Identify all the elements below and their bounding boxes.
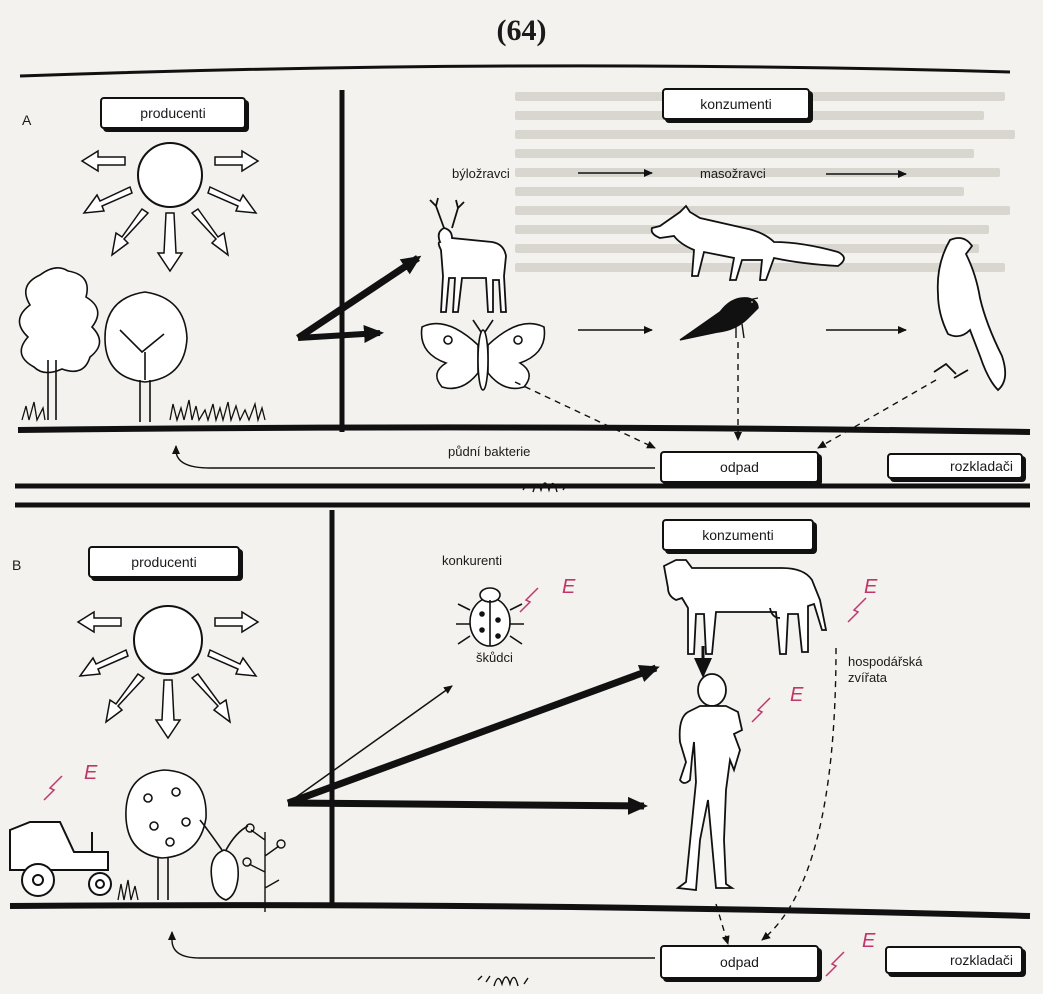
energy-bolt-icon: [848, 598, 866, 622]
panel-a-ground-line: [18, 427, 1030, 432]
header-rule: [20, 66, 1010, 76]
orchard-icon: [126, 770, 206, 900]
dashed-arrow-moth-to-waste: [515, 382, 655, 448]
page-number: (64): [0, 14, 1043, 48]
plant-icon: [243, 824, 285, 912]
arrow-producers-to-pests: [288, 686, 452, 803]
deer-icon: [430, 198, 506, 312]
arrow-producers-to-livestock: [288, 668, 656, 803]
pests-label: škůdci: [476, 650, 513, 666]
soil-bacteria-label: půdní bakterie: [448, 444, 530, 460]
trees-icon: [19, 268, 187, 422]
bird-icon: [680, 298, 758, 340]
consumers-box-b: konzumenti: [662, 519, 814, 551]
panel-b-letter: B: [12, 557, 21, 573]
arrow-bacteria-return: [176, 446, 655, 468]
sun-icon: [78, 606, 258, 738]
carnivores-label: masožravci: [700, 166, 766, 182]
panel-a: [15, 90, 1030, 505]
energy-label: E: [790, 684, 803, 707]
bacteria-icon: [478, 976, 528, 986]
cow-icon: [664, 560, 826, 654]
waste-box-a: odpad: [660, 451, 819, 483]
arrow-producers-to-humans: [288, 803, 644, 806]
energy-label: E: [84, 762, 97, 785]
dashed-arrow-hawk-to-waste: [818, 380, 936, 448]
energy-label: E: [864, 576, 877, 599]
herbivores-label: býložravci: [452, 166, 510, 182]
energy-label: E: [562, 576, 575, 599]
panel-b-ground-line: [10, 905, 1030, 916]
waste-box-b: odpad: [660, 945, 819, 979]
hawk-icon: [934, 238, 1005, 390]
energy-bolt-icon: [752, 698, 770, 722]
moth-icon: [422, 320, 545, 390]
decomposers-box-a: rozkladači: [887, 453, 1023, 479]
arrow-producers-to-herbivores: [298, 258, 418, 338]
energy-label: E: [862, 930, 875, 953]
decomposers-box-b: rozkladači: [885, 946, 1023, 974]
human-icon: [678, 674, 742, 890]
energy-bolt-icon: [520, 588, 538, 612]
arrow-bacteria-return-b: [172, 932, 655, 958]
producers-box-b: producenti: [88, 546, 240, 578]
grass-icon: [118, 880, 138, 900]
consumers-box-a: konzumenti: [662, 88, 810, 120]
competitors-label: konkurenti: [442, 553, 502, 569]
sun-icon: [82, 143, 258, 271]
livestock-label: hospodářská zvířata: [848, 654, 922, 686]
panel-a-letter: A: [22, 112, 31, 128]
energy-bolt-icon: [44, 776, 62, 800]
beet-icon: [200, 820, 248, 900]
fox-icon: [652, 206, 844, 280]
tractor-icon: [10, 822, 111, 896]
beetle-icon: [456, 588, 524, 646]
producers-box-a: producenti: [100, 97, 246, 129]
grass-icon: [22, 400, 265, 420]
energy-bolt-icon: [826, 952, 844, 976]
